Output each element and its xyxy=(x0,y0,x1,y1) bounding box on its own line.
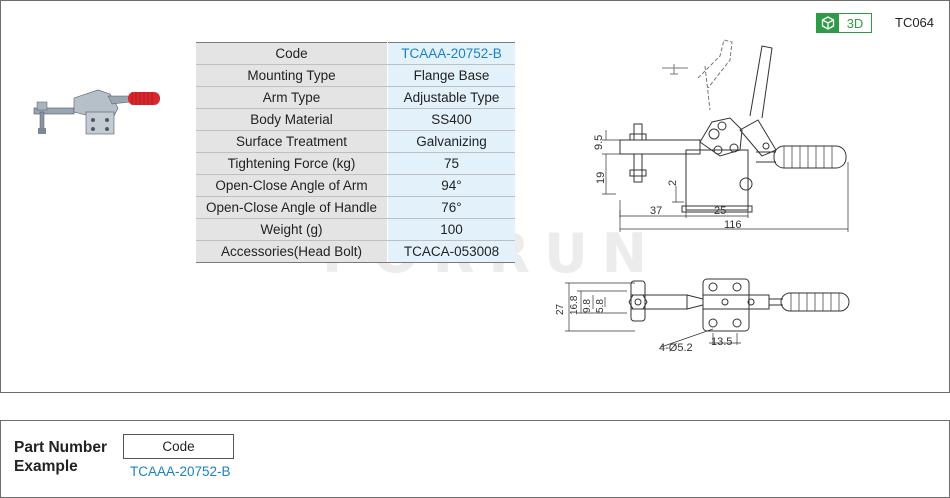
dim-side-2: 19 xyxy=(595,172,607,184)
dim-top-1: 27 xyxy=(555,303,566,315)
spec-value: TCACA-053008 xyxy=(387,240,515,263)
part-number-title-line2: Example xyxy=(14,458,78,475)
spec-key: Surface Treatment xyxy=(196,130,388,153)
spec-code-link[interactable]: TCAAA-20752-B xyxy=(387,42,515,65)
spec-value: 75 xyxy=(387,152,515,175)
spec-row: Weight (g)100 xyxy=(196,218,515,241)
spec-key: Mounting Type xyxy=(196,64,388,87)
spec-value: 100 xyxy=(387,218,515,241)
dim-top-6: 13.5 xyxy=(711,336,732,348)
dim-side-6: 116 xyxy=(724,219,742,231)
product-number: TC064 xyxy=(895,15,935,30)
spec-value: 76° xyxy=(387,196,515,219)
spec-value: Adjustable Type xyxy=(387,86,515,109)
part-number-title-line1: Part Number xyxy=(14,439,108,456)
code-label-box: Code xyxy=(123,434,234,459)
dim-side-5: 25 xyxy=(714,205,726,217)
dim-side-4: 37 xyxy=(650,205,662,217)
code-example-link[interactable]: TCAAA-20752-B xyxy=(130,464,231,479)
dim-top-4: 5.8 xyxy=(595,299,606,313)
part-number-title: Part Number Example xyxy=(14,438,107,476)
top-view-drawing: 27 16.8 9.8 5.8 4-Ø5.2 13.5 xyxy=(555,278,850,354)
part-number-panel xyxy=(0,420,950,498)
side-view-drawing: 9.5 19 2 37 25 116 xyxy=(593,39,849,232)
dim-side-1: 9.5 xyxy=(593,135,605,150)
spec-row: Accessories(Head Bolt)TCACA-053008 xyxy=(196,240,515,263)
3d-label: 3D xyxy=(846,15,864,31)
spec-key: Body Material xyxy=(196,108,388,131)
spec-row: Tightening Force (kg)75 xyxy=(196,152,515,175)
spec-key: Open-Close Angle of Arm xyxy=(196,174,388,197)
spec-value: Galvanizing xyxy=(387,130,515,153)
dim-side-3: 2 xyxy=(667,180,679,186)
cube-icon xyxy=(817,14,839,32)
dim-top-2: 16.8 xyxy=(569,295,580,315)
spec-value: 94° xyxy=(387,174,515,197)
spec-key: Accessories(Head Bolt) xyxy=(196,240,388,263)
spec-key: Weight (g) xyxy=(196,218,388,241)
spec-value: Flange Base xyxy=(387,64,515,87)
dim-top-5: 4-Ø5.2 xyxy=(659,342,693,354)
spec-key: Open-Close Angle of Handle xyxy=(196,196,388,219)
spec-key: Code xyxy=(196,42,388,65)
spec-key: Arm Type xyxy=(196,86,388,109)
dim-top-3: 9.8 xyxy=(582,299,593,313)
3d-view-button[interactable]: 3D xyxy=(816,13,872,33)
spec-key: Tightening Force (kg) xyxy=(196,152,388,175)
spec-value: SS400 xyxy=(387,108,515,131)
product-photo xyxy=(33,89,160,135)
